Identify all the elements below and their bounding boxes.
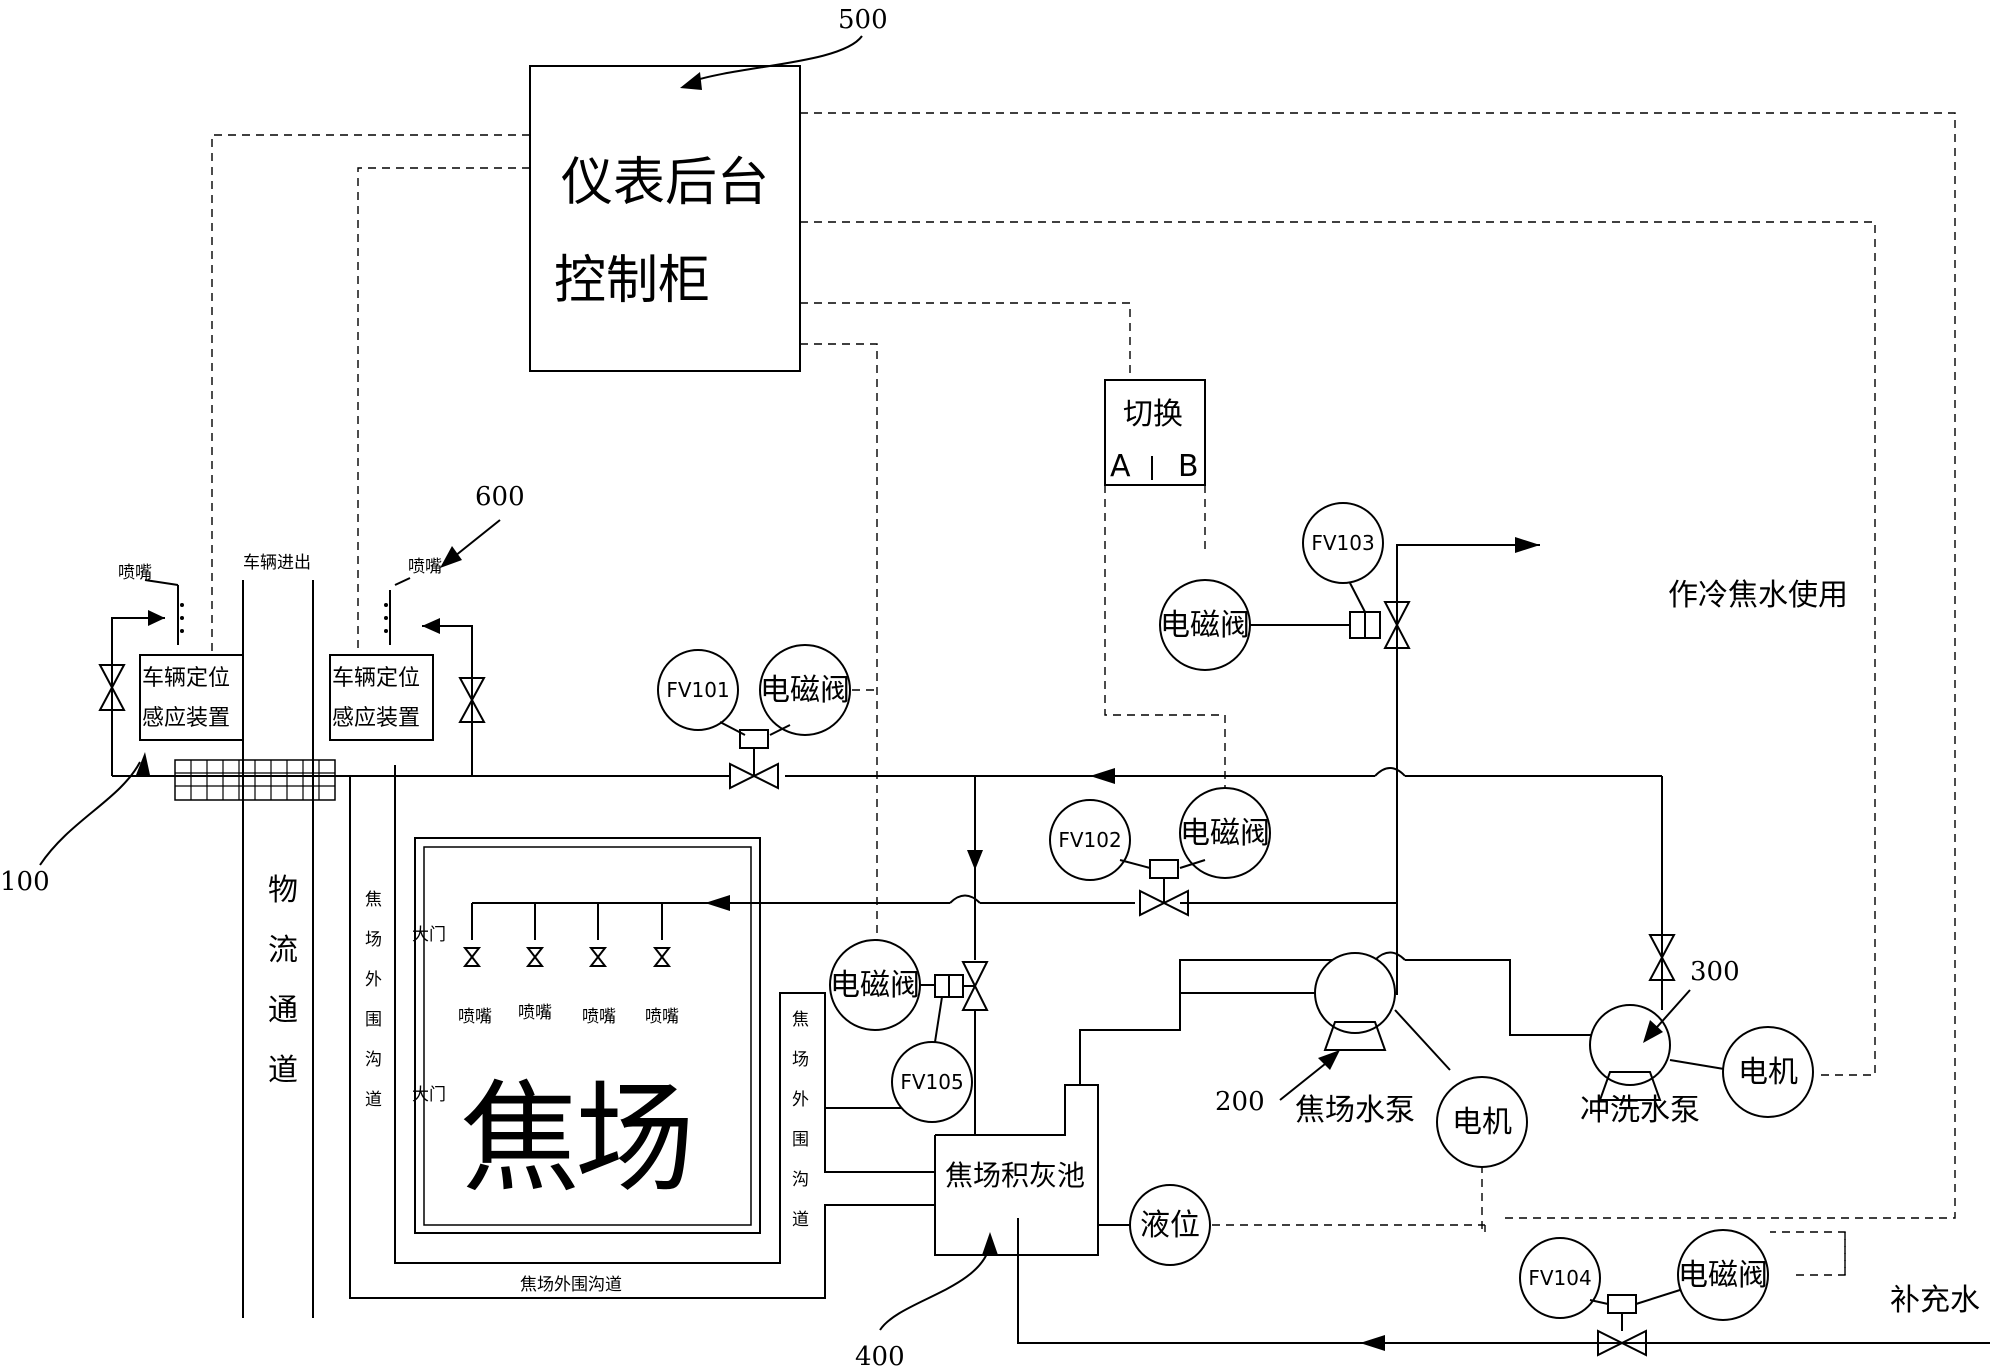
right-sensor: 车辆定位 感应装置 <box>329 654 434 741</box>
fv101-group: FV101 电磁阀 <box>657 644 851 790</box>
nozzle-label-2: 喷嘴 <box>518 1003 552 1023</box>
left-nozzle-label: 喷嘴 <box>118 563 152 583</box>
fv103-group: FV103 电磁阀 <box>1159 502 1411 671</box>
logistics-channel: 车辆进出 物 流 通 道 <box>242 553 314 1318</box>
ditch-v2-c3: 外 <box>792 1090 809 1110</box>
fv102-solenoid: 电磁阀 <box>1180 816 1270 851</box>
fv103-tag: FV103 <box>1311 531 1374 555</box>
ditch-v1-c3: 外 <box>365 970 382 990</box>
signal-lines <box>211 112 1956 1276</box>
ref-100-label: 100 <box>0 867 50 897</box>
makeup-water-label: 补充水 <box>1890 1283 1980 1318</box>
ditch-v1-c4: 围 <box>365 1010 382 1030</box>
switch-title: 切换 <box>1123 397 1183 432</box>
ref-600-label: 600 <box>475 482 525 512</box>
gate-label-1: 大门 <box>412 925 446 945</box>
left-sensor: 车辆定位 感应装置 <box>139 654 244 741</box>
fv105-solenoid: 电磁阀 <box>830 968 920 1003</box>
ref-600: 600 <box>440 482 525 568</box>
coke-pump: 电机 焦场水泵 200 <box>1215 952 1528 1168</box>
logistics-char-1: 物 <box>268 873 298 908</box>
nozzle-label-3: 喷嘴 <box>582 1007 616 1027</box>
fv103-solenoid: 电磁阀 <box>1160 608 1250 643</box>
ref-100: 100 <box>0 752 150 897</box>
logistics-char-4: 道 <box>268 1053 298 1088</box>
inner-nozzles: 喷嘴 喷嘴 喷嘴 喷嘴 <box>458 903 679 1027</box>
ref-500: 500 <box>680 5 888 90</box>
coke-yard: 焦 场 <box>349 765 935 1299</box>
right-sensor-line2: 感应装置 <box>332 706 420 731</box>
flush-pump-motor: 电机 <box>1738 1055 1798 1090</box>
flush-pump: 电机 冲洗水泵 300 <box>1580 934 1814 1128</box>
fv101-tag: FV101 <box>666 678 729 702</box>
ref-300-label: 300 <box>1690 957 1740 987</box>
control-cabinet: 仪表后台 控制柜 <box>529 65 801 372</box>
fv104-solenoid: 电磁阀 <box>1678 1258 1768 1293</box>
left-sensor-line1: 车辆定位 <box>142 666 230 691</box>
cold-coke-water-label: 作冷焦水使用 <box>1668 578 1848 613</box>
ditch-v2-c4: 围 <box>792 1130 809 1150</box>
nozzle-label-1: 喷嘴 <box>458 1007 492 1027</box>
level-indicator: 液位 <box>1140 1208 1200 1243</box>
left-nozzle: 喷嘴 <box>118 563 184 645</box>
fv104-tag: FV104 <box>1528 1266 1591 1290</box>
switch-a: A <box>1110 449 1131 484</box>
left-valve <box>98 664 126 711</box>
right-nozzle: 喷嘴 <box>384 557 442 645</box>
ditch-v2-c1: 焦 <box>792 1010 809 1030</box>
switch-box: 切换 A B <box>1104 379 1206 486</box>
perimeter-ditch-labels: 焦 场 外 围 沟 道 焦 场 外 围 沟 道 焦场外围沟道 <box>365 890 809 1295</box>
ash-pool: 焦场积灰池 液位 400 <box>855 1084 1211 1368</box>
ash-pool-label: 焦场积灰池 <box>945 1159 1085 1192</box>
ref-500-label: 500 <box>838 5 888 35</box>
ditch-v2-c2: 场 <box>792 1050 809 1070</box>
flush-pump-label: 冲洗水泵 <box>1580 1093 1700 1128</box>
ditch-horizontal-label: 焦场外围沟道 <box>520 1275 622 1295</box>
fv102-group: FV102 电磁阀 <box>1049 787 1271 917</box>
ditch-v2-c5: 沟 <box>792 1170 809 1190</box>
ref-400-label: 400 <box>855 1342 905 1368</box>
switch-b: B <box>1178 449 1199 484</box>
left-sensor-line2: 感应装置 <box>142 706 230 731</box>
main-piping <box>111 537 1990 1351</box>
right-valve <box>458 677 486 723</box>
fv101-solenoid: 电磁阀 <box>760 673 850 708</box>
ditch-v1-c6: 道 <box>365 1090 382 1110</box>
fv102-tag: FV102 <box>1058 828 1121 852</box>
ditch-v1-c2: 场 <box>365 930 382 950</box>
logistics-char-3: 通 <box>268 993 298 1028</box>
grating <box>174 759 336 801</box>
cabinet-title-line2: 控制柜 <box>554 251 710 311</box>
ditch-v2-c6: 道 <box>792 1210 809 1230</box>
fv105-group: 电磁阀 FV105 <box>829 939 989 1123</box>
ditch-v1-c5: 沟 <box>365 1050 382 1070</box>
gate-label-2: 大门 <box>412 1085 446 1105</box>
vehicle-in-out-label: 车辆进出 <box>243 553 311 573</box>
coke-yard-char2: 场 <box>575 1070 695 1209</box>
coke-pump-label: 焦场水泵 <box>1295 1093 1415 1128</box>
ditch-v1-c1: 焦 <box>365 890 382 910</box>
coke-pump-motor: 电机 <box>1452 1105 1512 1140</box>
ref-200-label: 200 <box>1215 1087 1265 1117</box>
right-sensor-line1: 车辆定位 <box>332 666 420 691</box>
coke-yard-char1: 焦 <box>460 1070 580 1209</box>
nozzle-label-4: 喷嘴 <box>645 1007 679 1027</box>
fv104-group: FV104 电磁阀 <box>1519 1229 1769 1357</box>
right-nozzle-label: 喷嘴 <box>408 557 442 577</box>
logistics-char-2: 流 <box>268 933 298 968</box>
fv105-tag: FV105 <box>900 1070 963 1094</box>
cabinet-title-line1: 仪表后台 <box>561 153 769 213</box>
